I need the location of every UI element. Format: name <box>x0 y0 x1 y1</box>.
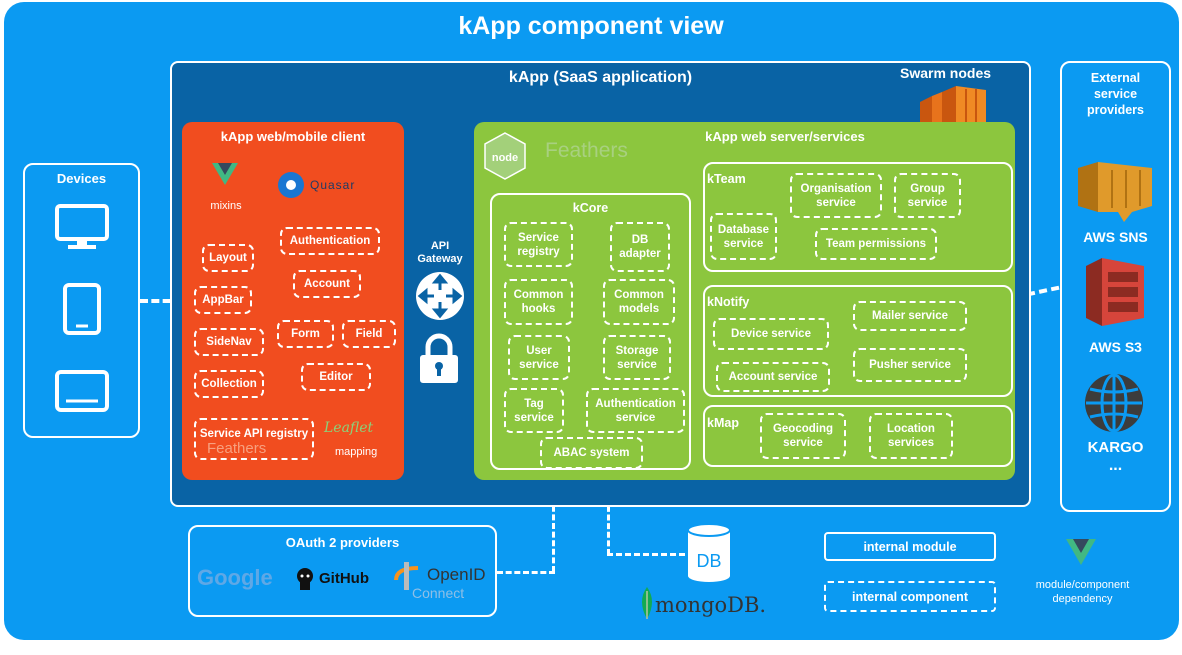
service-registry-component: Service registry <box>504 222 573 267</box>
external-title-line2: service <box>1093 87 1138 101</box>
globe-icon <box>1085 373 1143 433</box>
organisation-service-component: Organisation service <box>790 173 882 218</box>
leaflet-caption: mapping <box>335 446 378 458</box>
mongodb-leaf-icon <box>642 587 652 619</box>
leaflet-label: Leaflet <box>324 420 374 436</box>
database-label: DB <box>696 551 721 571</box>
legend-dependency-label: module/component dependency <box>1025 578 1140 606</box>
aws-s3-icon <box>1086 258 1144 326</box>
db-connector-v <box>607 480 610 555</box>
layout-component: Layout <box>202 244 254 272</box>
kapp-title: kApp (SaaS application) <box>508 69 693 86</box>
common-models-component: Common models <box>603 279 675 325</box>
legend-dependency-line1: module/component <box>1035 579 1130 591</box>
team-permissions-component: Team permissions <box>815 228 937 260</box>
editor-component: Editor <box>301 363 371 391</box>
geocoding-service-component: Geocoding service <box>760 413 846 459</box>
legend-dependency-line2: dependency <box>1052 593 1113 605</box>
server-title: kApp web server/services <box>705 129 865 144</box>
api-gateway-label-line1: API <box>430 240 450 252</box>
client-feathers-label: Feathers <box>207 440 267 457</box>
external-title-line1: External <box>1090 71 1141 85</box>
user-service-component: User service <box>508 335 570 380</box>
db-connector-h <box>607 553 685 556</box>
aws-s3-label: AWS S3 <box>1089 339 1142 355</box>
legend-internal-component: internal component <box>824 581 996 612</box>
quasar-logo-icon <box>278 172 304 198</box>
abac-system-component: ABAC system <box>540 437 643 469</box>
devices-panel <box>23 163 140 438</box>
device-service-component: Device service <box>713 318 829 350</box>
openid-label: OpenID <box>427 565 486 584</box>
group-service-component: Group service <box>894 173 961 218</box>
lock-icon <box>420 333 458 383</box>
aws-sns-label: AWS SNS <box>1083 229 1148 245</box>
storage-service-component: Storage service <box>603 335 671 380</box>
server-feathers-label: Feathers <box>545 139 628 162</box>
api-gateway-label: API Gateway <box>412 240 468 266</box>
devices-title: Devices <box>56 171 107 186</box>
database-icon: DB <box>687 523 731 582</box>
quasar-label: Quasar <box>310 178 356 192</box>
oauth-providers-panel <box>188 525 497 617</box>
common-hooks-component: Common hooks <box>504 279 573 325</box>
account-component: Account <box>293 270 361 298</box>
kcore-title: kCore <box>572 201 609 215</box>
desktop-icon <box>55 204 109 249</box>
kmap-title: kMap <box>707 416 739 430</box>
laptop-icon <box>55 370 109 412</box>
legend-internal-module: internal module <box>824 532 996 561</box>
diagram-title: kApp component view <box>458 12 724 40</box>
mongodb-label: mongoDB. <box>655 593 767 617</box>
service-api-registry-component: Service API registry <box>194 418 314 460</box>
location-services-component: Location services <box>869 413 953 459</box>
google-label: Google <box>197 565 273 590</box>
form-component: Form <box>277 320 334 348</box>
kcore-module <box>490 193 691 470</box>
database-service-component: Database service <box>710 213 777 260</box>
vue-dependency-icon <box>1066 539 1096 565</box>
aws-sns-icon <box>1078 162 1152 222</box>
openid-icon <box>394 562 419 590</box>
kmap-module <box>703 405 1013 467</box>
oauth-title: OAuth 2 providers <box>285 535 400 550</box>
oauth-connector-v <box>552 480 555 572</box>
knotify-title: kNotify <box>707 295 750 309</box>
authentication-service-component: Authentication service <box>586 388 685 433</box>
kteam-title: kTeam <box>707 172 746 186</box>
openid-connect-label: Connect <box>412 585 465 601</box>
tag-service-component: Tag service <box>504 388 564 433</box>
collection-component: Collection <box>194 370 264 398</box>
swarm-nodes-label: Swarm nodes <box>900 65 992 81</box>
api-gateway-label-line2: Gateway <box>417 253 463 265</box>
oauth-connector-h <box>497 571 555 574</box>
account-service-component: Account service <box>716 362 830 392</box>
pusher-service-component: Pusher service <box>853 348 967 382</box>
knotify-module <box>703 285 1013 397</box>
sidenav-component: SideNav <box>194 328 264 356</box>
kteam-module <box>703 162 1013 272</box>
router-icon <box>416 272 464 320</box>
authentication-component: Authentication <box>280 227 380 255</box>
db-adapter-component: DB adapter <box>610 222 670 272</box>
kargo-label: KARGO <box>1087 439 1144 456</box>
nodejs-logo-icon: node <box>484 132 526 180</box>
field-component: Field <box>342 320 396 348</box>
vue-logo-icon <box>212 163 238 185</box>
devices-connector <box>140 299 182 303</box>
external-providers-panel <box>1060 61 1171 512</box>
nodejs-logo-text: node <box>492 152 518 164</box>
vue-caption: mixins <box>210 200 242 212</box>
external-title-line3: providers <box>1087 103 1144 117</box>
client-title: kApp web/mobile client <box>220 129 366 144</box>
tablet-icon <box>63 283 101 335</box>
github-octocat-icon <box>297 568 313 590</box>
more-providers-label: ... <box>1108 457 1123 474</box>
github-label: GitHub <box>319 570 369 587</box>
external-title: External service providers <box>1060 70 1171 118</box>
appbar-component: AppBar <box>194 286 252 314</box>
mailer-service-component: Mailer service <box>853 301 967 331</box>
